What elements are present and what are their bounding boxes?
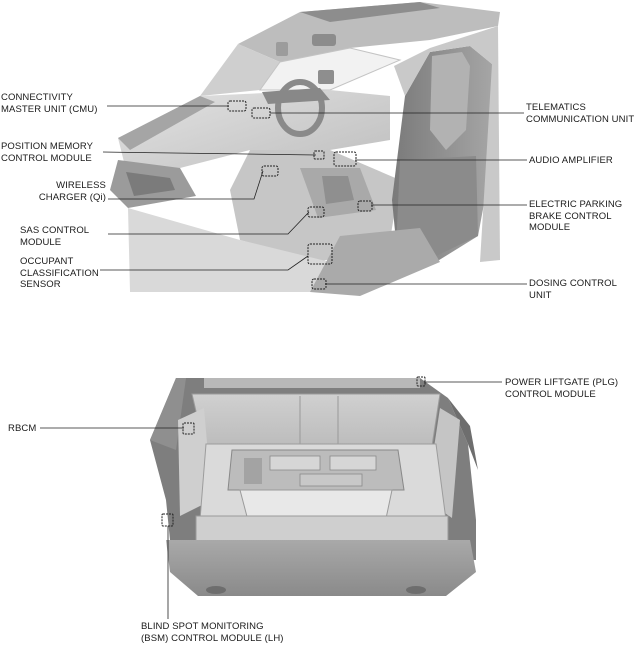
audio-amplifier-icon bbox=[333, 151, 357, 167]
wireless-charger-icon bbox=[261, 165, 279, 177]
plg-module-icon bbox=[416, 376, 426, 387]
label-electric-parking-brake-control-module: ELECTRIC PARKING BRAKE CONTROL MODULE bbox=[529, 199, 623, 233]
sas-module-icon bbox=[307, 206, 325, 218]
label-audio-amplifier: AUDIO AMPLIFIER bbox=[529, 155, 613, 166]
ocs-sensor-icon bbox=[307, 243, 333, 265]
rear-leader-lines bbox=[40, 381, 502, 619]
label-sas-control-module: SAS CONTROL MODULE bbox=[20, 225, 90, 248]
bsm-module-icon bbox=[161, 513, 174, 527]
label-telematics-communication-unit: TELEMATICS COMMUNICATION UNIT bbox=[526, 102, 635, 125]
interior-leader-lines bbox=[100, 105, 527, 285]
interior-illustration bbox=[110, 2, 500, 296]
rear-module-icons bbox=[161, 376, 426, 527]
label-rbcm: RBCM bbox=[8, 423, 37, 434]
pmcm-module-icon bbox=[313, 150, 325, 160]
label-occupant-classification-sensor: OCCUPANT CLASSIFICATION SENSOR bbox=[20, 256, 99, 290]
label-bsm-control-module-lh: BLIND SPOT MONITORING (BSM) CONTROL MODU… bbox=[141, 621, 284, 644]
label-power-liftgate-control-module: POWER LIFTGATE (PLG) CONTROL MODULE bbox=[505, 377, 619, 400]
rbcm-module-icon bbox=[182, 422, 195, 435]
label-cmu: CONNECTIVITY MASTER UNIT (CMU) bbox=[1, 92, 98, 115]
label-wireless-charger: WIRELESS CHARGER (Qi) bbox=[38, 180, 106, 203]
interior-module-icons bbox=[227, 100, 373, 290]
rear-cargo-illustration bbox=[150, 378, 478, 596]
epb-module-icon bbox=[357, 200, 373, 212]
label-position-memory-control-module: POSITION MEMORY CONTROL MODULE bbox=[1, 141, 94, 164]
label-dosing-control-unit: DOSING CONTROL UNIT bbox=[529, 278, 617, 301]
